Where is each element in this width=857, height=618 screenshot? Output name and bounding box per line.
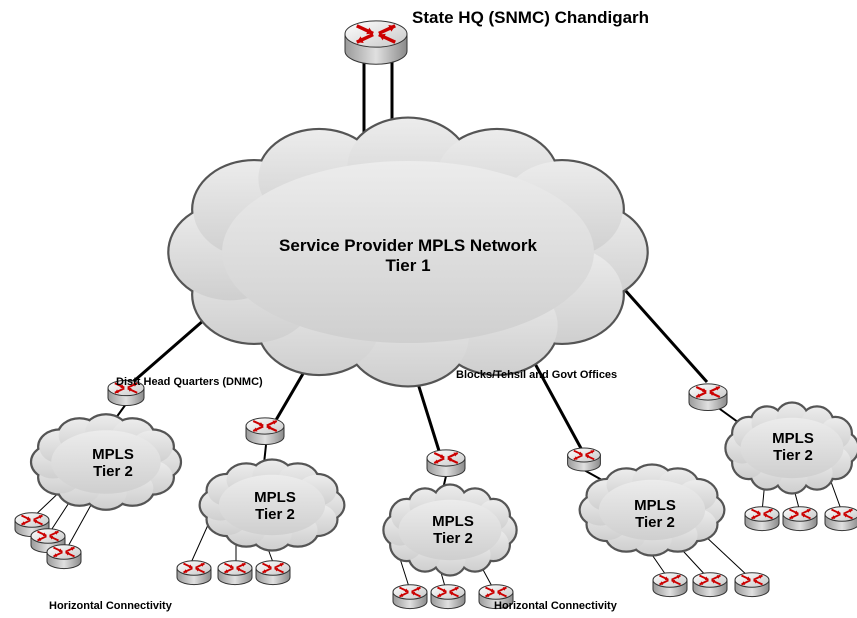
tier2-cloud [29, 413, 183, 511]
core-cloud-tier: Tier 1 [385, 255, 431, 275]
core-mpls-cloud [167, 116, 649, 388]
core-to-district-link [125, 311, 213, 390]
tier2-tier-label: Tier 2 [635, 514, 675, 532]
router-arrows-icon [659, 574, 681, 586]
branch-router-icon [688, 383, 728, 411]
edge-router-icon [478, 584, 514, 610]
edge-router-icon [692, 572, 728, 598]
tier2-tier-label: Tier 2 [255, 506, 295, 524]
state-hq-router-icon [344, 20, 408, 65]
router-arrows-icon [695, 386, 721, 398]
edge-router-icon [782, 506, 818, 532]
edge-router-icon [652, 572, 688, 598]
branch-router-icon [245, 417, 285, 445]
tier2-tier-label: Tier 2 [433, 530, 473, 548]
router-arrows-icon [789, 508, 811, 520]
edge-router-icon [430, 584, 466, 610]
edge-router-icon [734, 572, 770, 598]
tier2-mpls-label: MPLS [772, 430, 814, 447]
core-cloud-label: Service Provider MPLS Network Tier 1 [213, 236, 603, 275]
router-arrows-icon [699, 574, 721, 586]
tier2-tier-label: Tier 2 [773, 447, 813, 465]
edge-router-icon [824, 506, 857, 532]
tier2-cloud-label-1: MPLS Tier 2 [63, 446, 163, 481]
tier2-cloud-label-5: MPLS Tier 2 [743, 430, 843, 465]
router-arrows-icon [114, 382, 138, 394]
router-arrows-icon [37, 530, 59, 542]
horizontal-connectivity-label-right: Horizontal Connectivity [494, 600, 617, 612]
branch-router-icon [567, 447, 601, 472]
tier2-tier-label: Tier 2 [93, 463, 133, 481]
edge-router-icon [46, 544, 82, 570]
router-arrows-icon [485, 586, 507, 598]
tier2-cloud-label-4: MPLS Tier 2 [605, 497, 705, 532]
router-arrows-icon [252, 420, 278, 432]
tier2-mpls-label: MPLS [92, 446, 134, 463]
router-arrows-icon [437, 586, 459, 598]
branch-router-icon [426, 449, 466, 477]
tier2-cloud [198, 458, 346, 552]
edge-router-icon [392, 584, 428, 610]
router-arrows-icon [831, 508, 853, 520]
router-arrows-icon [53, 546, 75, 558]
edge-router-icon [176, 560, 212, 586]
router-arrows-icon [573, 449, 595, 461]
router-arrows-icon [183, 562, 205, 574]
tier2-cloud [382, 483, 518, 577]
edge-router-icon [744, 506, 780, 532]
router-arrows-icon [224, 562, 246, 574]
tier2-cloud [724, 401, 857, 495]
router-arrows-icon [356, 24, 396, 44]
district-hq-router-icon [107, 379, 145, 407]
tier2-mpls-label: MPLS [634, 497, 676, 514]
edge-router-icon [217, 560, 253, 586]
router-arrows-icon [21, 514, 43, 526]
tier2-cloud-label-2: MPLS Tier 2 [225, 489, 325, 524]
district-hq-label: Distt Head Quarters (DNMC) [116, 376, 263, 388]
router-arrows-icon [751, 508, 773, 520]
state-hq-label: State HQ (SNMC) Chandigarh [412, 8, 650, 27]
tier2-mpls-label: MPLS [432, 513, 474, 530]
router-arrows-icon [262, 562, 284, 574]
router-arrows-icon [433, 452, 459, 464]
tier2-cloud-label-3: MPLS Tier 2 [403, 513, 503, 548]
clouds-layer [29, 116, 857, 577]
core-cloud-title: Service Provider MPLS Network [279, 236, 537, 255]
routers-layer [14, 20, 857, 610]
tier2-cloud [578, 463, 726, 557]
router-arrows-icon [399, 586, 421, 598]
tier2-mpls-label: MPLS [254, 489, 296, 506]
edge-router-icon [255, 560, 291, 586]
horizontal-connectivity-label-left: Horizontal Connectivity [49, 600, 172, 612]
router-arrows-icon [741, 574, 763, 586]
blocks-label: Blocks/Tehsil and Govt Offices [456, 369, 618, 381]
